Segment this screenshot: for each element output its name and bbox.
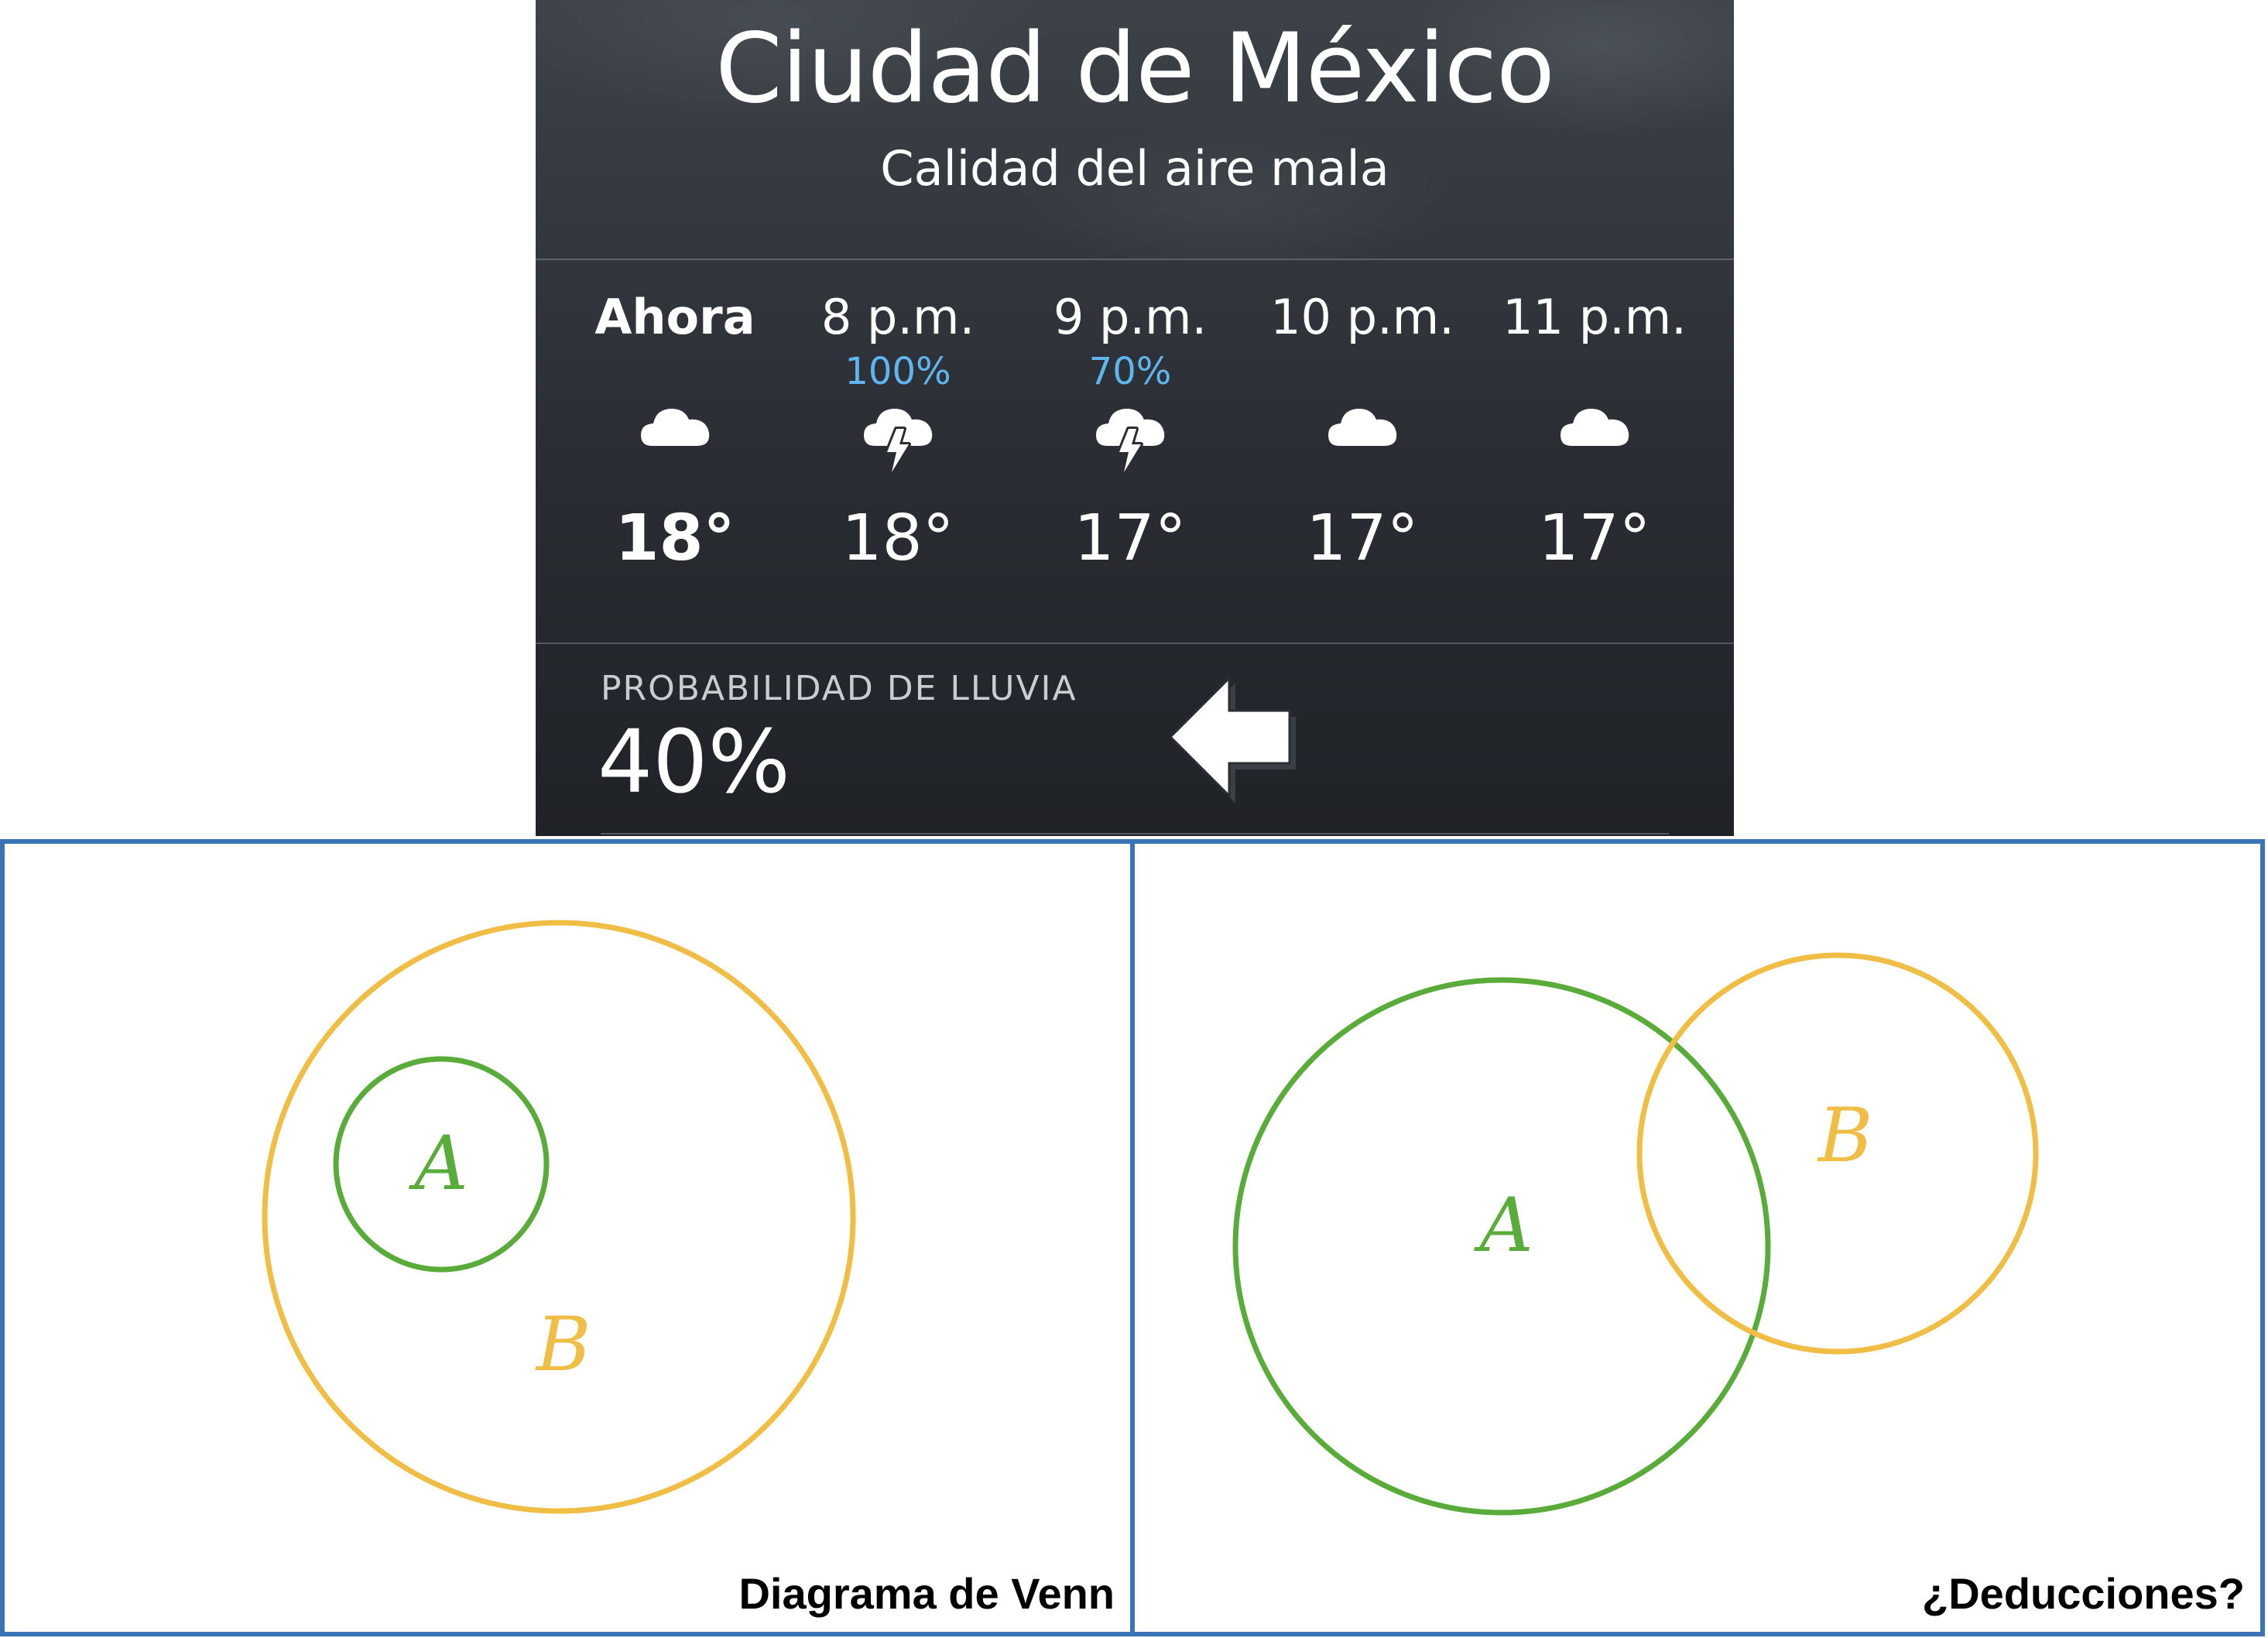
precip-chance: 100%	[845, 350, 951, 393]
divider	[536, 259, 1734, 260]
city-name: Ciudad de México	[715, 13, 1555, 125]
rain-probability-label: PROBABILIDAD DE LLUVIA	[601, 669, 1077, 708]
weather-card: Ciudad de México Calidad del aire mala A…	[536, 0, 1734, 836]
venn-overlap-panel: A B ¿Deducciones?	[1130, 839, 2265, 1636]
set-b-circle	[1636, 952, 2039, 1355]
panel-caption: Diagrama de Venn	[738, 1569, 1115, 1618]
hour-column: 9 p.m. 70% 17°	[1014, 286, 1246, 577]
venn-subset-panel: A B Diagrama de Venn	[0, 839, 1135, 1636]
set-a-circle	[333, 1056, 550, 1273]
panel-caption: ¿Deducciones?	[1922, 1569, 2245, 1618]
hour-column: 10 p.m. 17°	[1246, 286, 1478, 577]
set-b-label: B	[535, 1301, 591, 1388]
thunderstorm-icon	[782, 398, 1014, 481]
precip-chance	[1478, 348, 1711, 395]
hour-time: 8 p.m.	[821, 289, 975, 345]
divider	[536, 643, 1734, 644]
cloud-icon	[559, 398, 791, 481]
divider	[601, 833, 1669, 834]
hour-temperature: 18°	[615, 502, 735, 575]
air-quality-label: Calidad del aire mala	[880, 140, 1389, 197]
hour-temperature: 17°	[1074, 502, 1187, 575]
hour-column: 8 p.m. 100% 18°	[782, 286, 1014, 577]
venn-overlap-diagram: A B	[1232, 952, 2039, 1516]
hour-column: 11 p.m. 17°	[1478, 286, 1711, 577]
set-a-label: A	[1473, 1182, 1533, 1269]
hour-temperature: 18°	[841, 502, 954, 575]
hour-time: 10 p.m.	[1270, 289, 1454, 345]
thunderstorm-icon	[1014, 398, 1246, 481]
set-b-circle	[262, 920, 856, 1514]
set-a-circle	[1232, 977, 1771, 1516]
venn-subset-diagram: A B	[262, 920, 856, 1514]
cloudy-sky-background	[536, 0, 1734, 259]
cloud-icon	[1246, 398, 1478, 481]
set-a-label: A	[408, 1120, 468, 1207]
cloud-icon	[1478, 398, 1711, 481]
hour-time: 9 p.m.	[1053, 289, 1208, 345]
set-b-label: B	[1817, 1092, 1873, 1179]
hour-temperature: 17°	[1306, 502, 1419, 575]
hour-time: 11 p.m.	[1502, 289, 1687, 345]
precip-chance	[1246, 348, 1478, 395]
rain-probability-value: 40%	[598, 712, 790, 813]
precip-chance	[559, 348, 791, 395]
hour-column: Ahora 18°	[559, 286, 791, 577]
left-arrow-icon	[1168, 675, 1296, 804]
precip-chance: 70%	[1088, 350, 1172, 393]
hour-time: Ahora	[594, 289, 755, 345]
hour-temperature: 17°	[1538, 502, 1651, 575]
